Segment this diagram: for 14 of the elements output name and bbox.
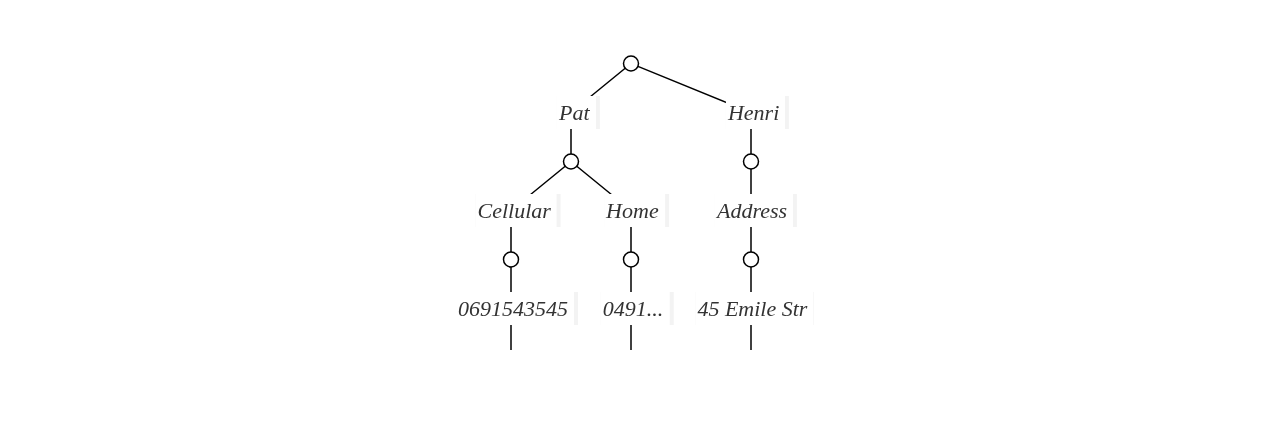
node-circle	[502, 251, 519, 268]
edge-label: Address	[716, 198, 787, 223]
edge-label: Home	[605, 198, 659, 223]
node-circle	[742, 153, 759, 170]
node-circle	[742, 251, 759, 268]
node-circle	[622, 55, 639, 72]
edge-label: Cellular	[477, 198, 551, 223]
edge-label: Henri	[727, 100, 779, 125]
node-circle	[562, 153, 579, 170]
edge-label: 0491...	[602, 296, 663, 321]
edge-label: Pat	[558, 100, 590, 125]
edge-label: 45 Emile Str	[697, 296, 808, 321]
edge-label: 0691543545	[457, 296, 568, 321]
node-circle	[622, 251, 639, 268]
